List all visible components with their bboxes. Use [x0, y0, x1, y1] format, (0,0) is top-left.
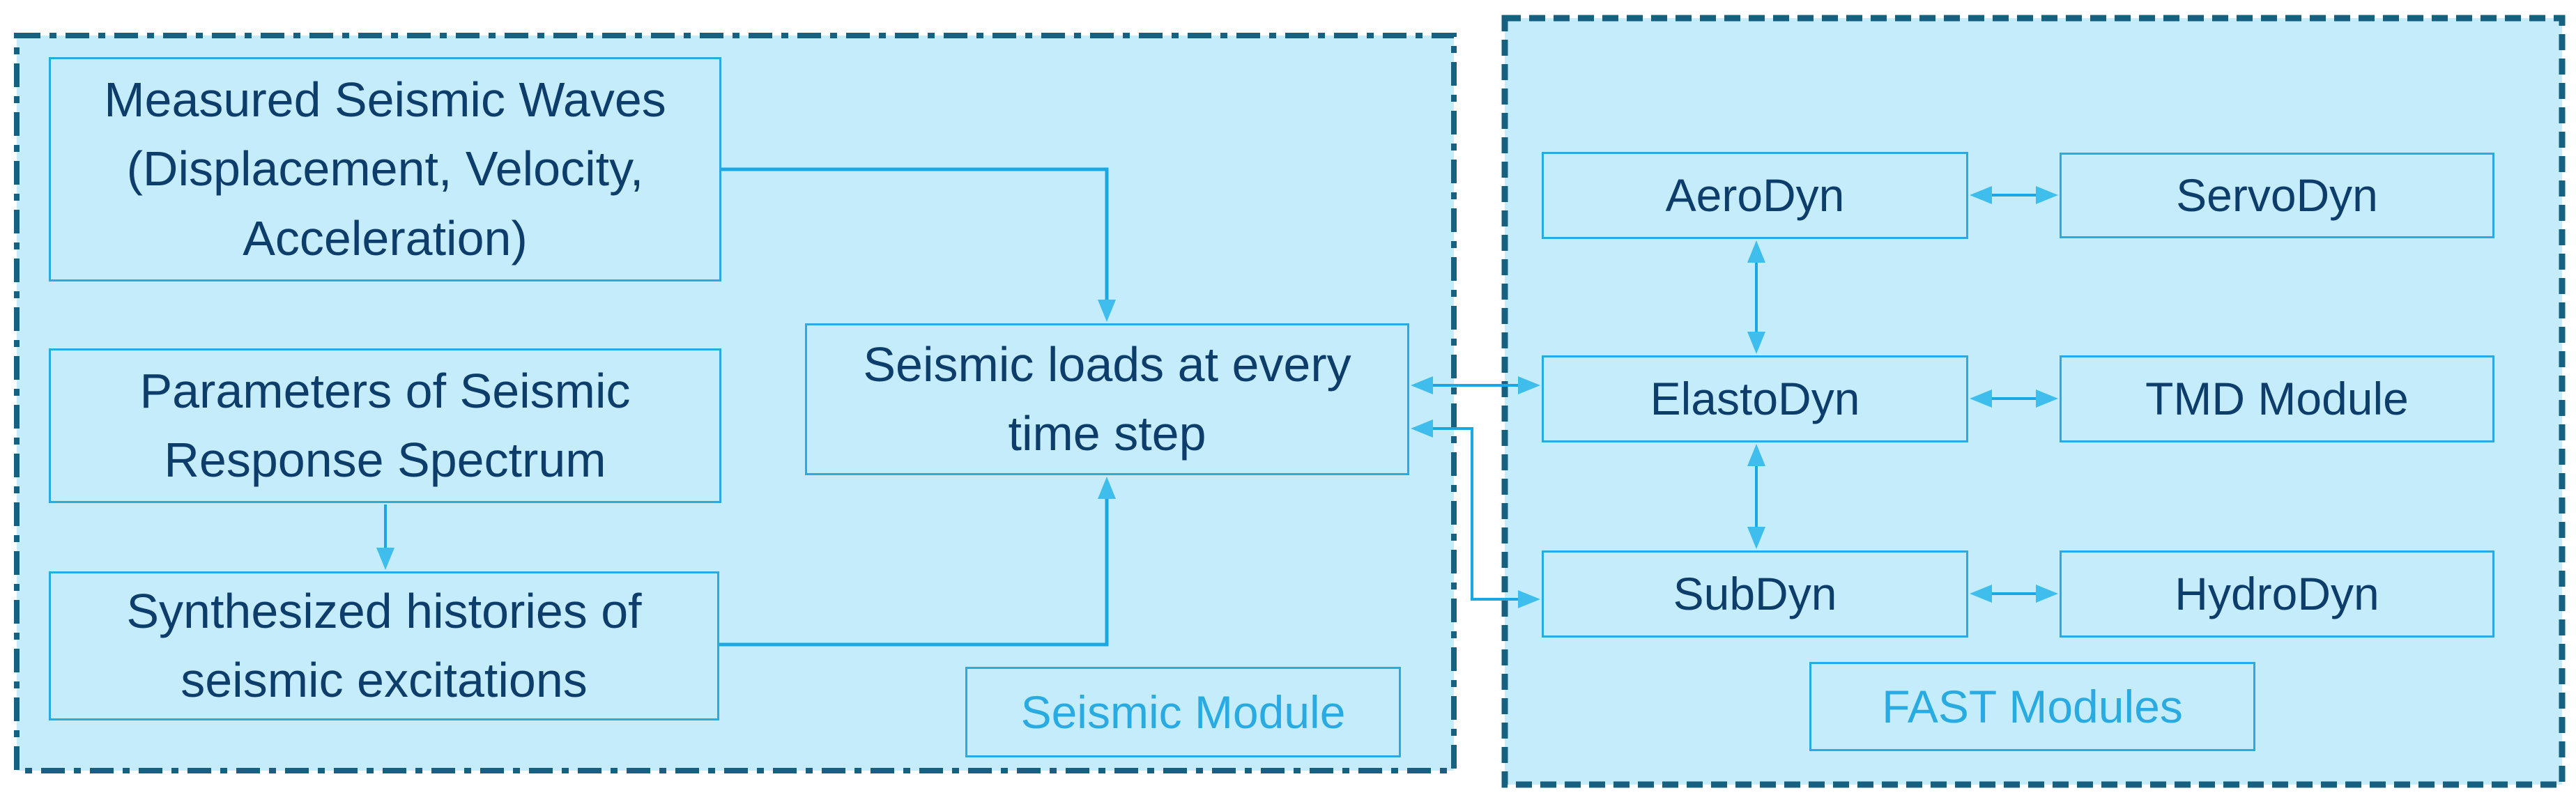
- arrow-synthesized-to-loads: [719, 477, 1116, 647]
- box-parameters-response-spectrum: Parameters of Seismic Response Spectrum: [49, 348, 721, 503]
- arrow-parameters-to-synthesized: [376, 504, 394, 570]
- arrow-subdyn-hydrodyn: [1970, 585, 2058, 603]
- arrow-aerodyn-elastodyn: [1747, 240, 1765, 354]
- box-tmd-module: TMD Module: [2060, 355, 2494, 442]
- box-seismic-loads: Seismic loads at every time step: [805, 323, 1409, 475]
- box-synthesized-histories: Synthesized histories of seismic excitat…: [49, 571, 719, 720]
- arrow-elastodyn-tmd: [1970, 390, 2058, 408]
- box-servodyn: ServoDyn: [2060, 153, 2494, 238]
- arrow-measured-to-loads: [721, 167, 1116, 322]
- box-subdyn: SubDyn: [1542, 550, 1968, 638]
- arrow-loads-subdyn: [1411, 419, 1540, 608]
- label-seismic-module: Seismic Module: [965, 667, 1401, 757]
- box-hydrodyn: HydroDyn: [2060, 550, 2494, 638]
- label-fast-modules: FAST Modules: [1809, 662, 2255, 751]
- box-aerodyn: AeroDyn: [1542, 152, 1968, 239]
- arrow-loads-elastodyn: [1411, 376, 1540, 394]
- box-elastodyn: ElastoDyn: [1542, 355, 1968, 442]
- box-measured-seismic-waves: Measured Seismic Waves (Displacement, Ve…: [49, 57, 721, 282]
- arrow-aerodyn-servodyn: [1970, 186, 2058, 204]
- arrow-elastodyn-subdyn: [1747, 444, 1765, 549]
